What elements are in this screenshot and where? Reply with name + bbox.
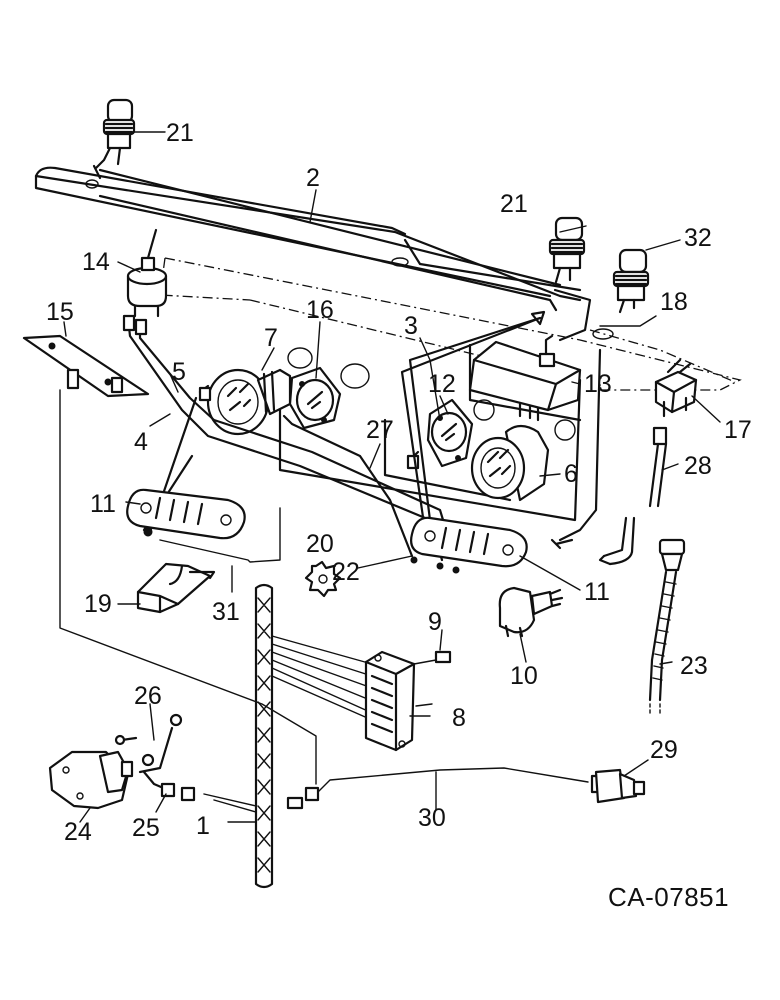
callout-22: 22: [332, 558, 360, 586]
callout-6: 6: [564, 460, 578, 488]
module-13: [468, 334, 582, 422]
callout-8: 8: [452, 704, 466, 732]
callout-18: 18: [660, 288, 688, 316]
terminal-strip-11-left: [126, 488, 246, 540]
upper-panel: [34, 166, 592, 342]
indicator-lamp-32: [612, 248, 650, 314]
callout-5: 5: [172, 358, 186, 386]
callout-10: 10: [510, 662, 538, 690]
callout-25: 25: [132, 814, 160, 842]
callout-23: 23: [680, 652, 708, 680]
callout-15: 15: [46, 298, 74, 326]
callout-11-right: 11: [584, 578, 610, 606]
sender-29: [590, 768, 646, 804]
gauge-7: [206, 368, 292, 436]
gauge-16: [288, 366, 342, 430]
leader-lines: [63, 131, 721, 823]
callout-24: 24: [64, 818, 92, 846]
callout-28: 28: [684, 452, 712, 480]
callout-20: 20: [306, 530, 334, 558]
callout-14: 14: [82, 248, 110, 276]
switch-10: [498, 586, 564, 638]
mounting-plate-15: [22, 334, 150, 398]
gauge-12: [426, 398, 474, 468]
callout-31: 31: [212, 598, 240, 626]
switch-14: [126, 228, 168, 318]
indicator-lamp-21-right: [548, 216, 586, 284]
callout-16: 16: [306, 296, 334, 324]
tube-28: [550, 426, 668, 566]
gear-20: [304, 560, 342, 598]
callout-11-left: 11: [90, 490, 116, 518]
corrugated-harness-23: [648, 538, 686, 717]
callout-19: 19: [84, 590, 112, 618]
callout-12: 12: [428, 370, 456, 398]
gauge-6: [470, 424, 550, 502]
callout-3: 3: [404, 312, 418, 340]
callout-2: 2: [306, 164, 320, 192]
callout-4: 4: [134, 428, 148, 456]
switch-17: [654, 358, 698, 418]
lead-30: [286, 767, 589, 810]
callout-17: 17: [724, 416, 752, 444]
connector-25: [160, 782, 196, 802]
callout-1: 1: [196, 812, 210, 840]
bracket-19: [136, 562, 216, 614]
callout-13: 13: [584, 370, 612, 398]
callout-21-left: 21: [166, 119, 194, 147]
main-harness-1: [59, 389, 373, 889]
sender-24: [48, 750, 134, 810]
callout-21-right: 21: [500, 190, 528, 218]
callout-7: 7: [264, 324, 278, 352]
callout-29: 29: [650, 736, 678, 764]
terminal-strip-11-right: [410, 516, 528, 574]
callout-32: 32: [684, 224, 712, 252]
callout-27: 27: [366, 416, 394, 444]
callout-30: 30: [418, 804, 446, 832]
connector-block-8: [364, 650, 452, 752]
callout-9: 9: [428, 608, 442, 636]
callout-26: 26: [134, 682, 162, 710]
callout-labels: 21 2 21 32 14 18 15 16 3 7 5 12 13 17 27…: [46, 119, 752, 912]
drawing-code: CA-07851: [608, 882, 729, 912]
indicator-lamp-21-left: [92, 98, 136, 180]
